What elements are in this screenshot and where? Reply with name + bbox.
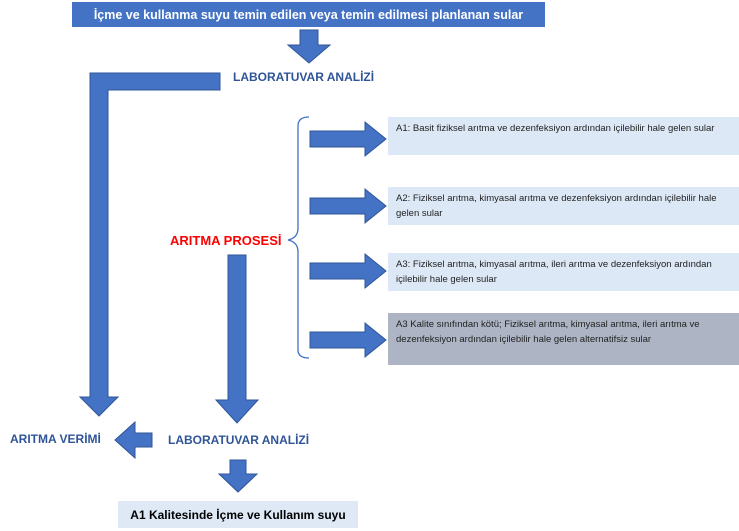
lab-analysis-bottom-label: LABORATUVAR ANALİZİ	[168, 433, 310, 447]
arrow-proses-down	[214, 254, 260, 424]
arrow-option-1	[309, 120, 387, 158]
arrow-left-bypass	[78, 72, 221, 417]
source-water-box: İçme ve kullanma suyu temin edilen veya …	[72, 2, 545, 27]
arrow-option-4	[309, 321, 387, 359]
arrow-option-2	[309, 187, 387, 225]
final-water-box: A1 Kalitesinde İçme ve Kullanım suyu	[118, 501, 358, 528]
option-a3-worse-box: A3 Kalite sınıfından kötü; Fiziksel arıt…	[388, 313, 739, 365]
arrow-top-down	[286, 29, 332, 64]
arrow-verim-left	[114, 420, 153, 460]
option-a1-box: A1: Basit fiziksel arıtma ve dezenfeksiy…	[388, 117, 739, 155]
treatment-efficiency-label: ARITMA VERİMİ	[10, 432, 101, 446]
option-brace	[287, 116, 310, 359]
lab-analysis-top-label: LABORATUVAR ANALİZİ	[233, 70, 375, 84]
treatment-process-label: ARITMA PROSESİ	[170, 233, 282, 248]
option-a3-box: A3: Fiziksel arıtma, kimyasal arıtma, il…	[388, 253, 739, 291]
option-a2-box: A2: Fiziksel arıtma, kimyasal arıtma ve …	[388, 187, 739, 225]
arrow-option-3	[309, 252, 387, 290]
arrow-bottom-down	[217, 459, 259, 493]
